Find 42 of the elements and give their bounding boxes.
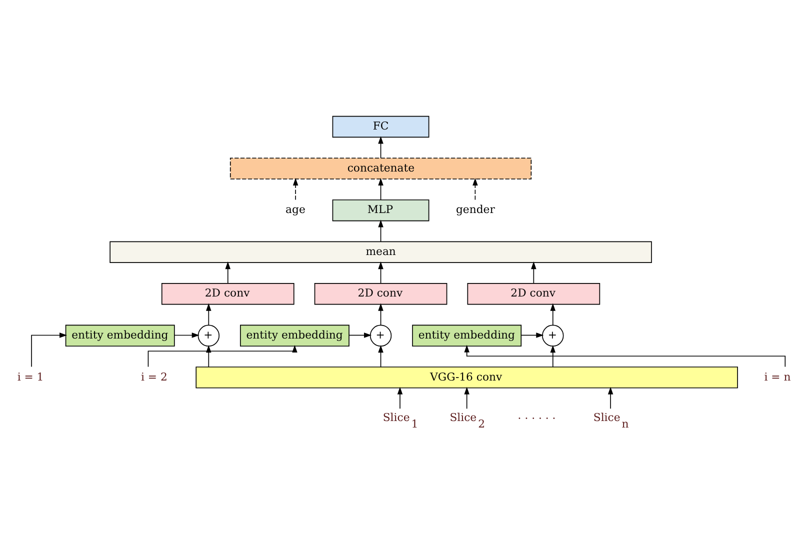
arrow	[225, 261, 230, 284]
node-circle: +	[198, 324, 220, 346]
node-box: entity embedding	[65, 324, 175, 346]
node-text: i = 1	[17, 370, 44, 383]
node-box: entity embedding	[412, 324, 522, 346]
node-box: mean	[110, 240, 652, 262]
arrow	[531, 261, 536, 284]
node-text: gender	[456, 202, 495, 216]
arrow	[206, 302, 212, 326]
node-circle: +	[370, 324, 392, 346]
arrow	[397, 386, 403, 409]
node-box: VGG-16 conv	[196, 366, 738, 388]
arrow	[206, 344, 212, 367]
arrow	[174, 332, 200, 338]
node-text: i = n	[764, 370, 791, 383]
node-box: entity embedding	[240, 324, 350, 346]
arrow	[550, 344, 556, 367]
node-box: concatenate	[230, 157, 532, 179]
arrow	[378, 302, 384, 326]
node-box: 2D conv	[161, 282, 294, 304]
label: · · · · · ·	[518, 412, 556, 425]
arrow	[378, 261, 384, 284]
arrow	[550, 302, 556, 326]
arrow	[520, 332, 544, 338]
arrow	[608, 386, 614, 409]
node-box: FC	[332, 115, 430, 138]
node-box: 2D conv	[314, 282, 448, 304]
arrow	[472, 177, 478, 200]
arrow	[378, 136, 384, 158]
arrow	[378, 177, 384, 200]
arrow	[378, 219, 384, 242]
arrow	[378, 344, 384, 367]
arrow	[348, 332, 372, 338]
node-text: age	[286, 202, 306, 216]
node-box: 2D conv	[467, 282, 600, 304]
node-text: i = 2	[140, 370, 168, 383]
arrow	[148, 344, 298, 367]
node-circle: +	[542, 324, 564, 346]
arrow	[292, 177, 298, 200]
arrow	[31, 332, 68, 367]
arrow	[464, 386, 470, 409]
node-box: MLP	[332, 198, 430, 221]
